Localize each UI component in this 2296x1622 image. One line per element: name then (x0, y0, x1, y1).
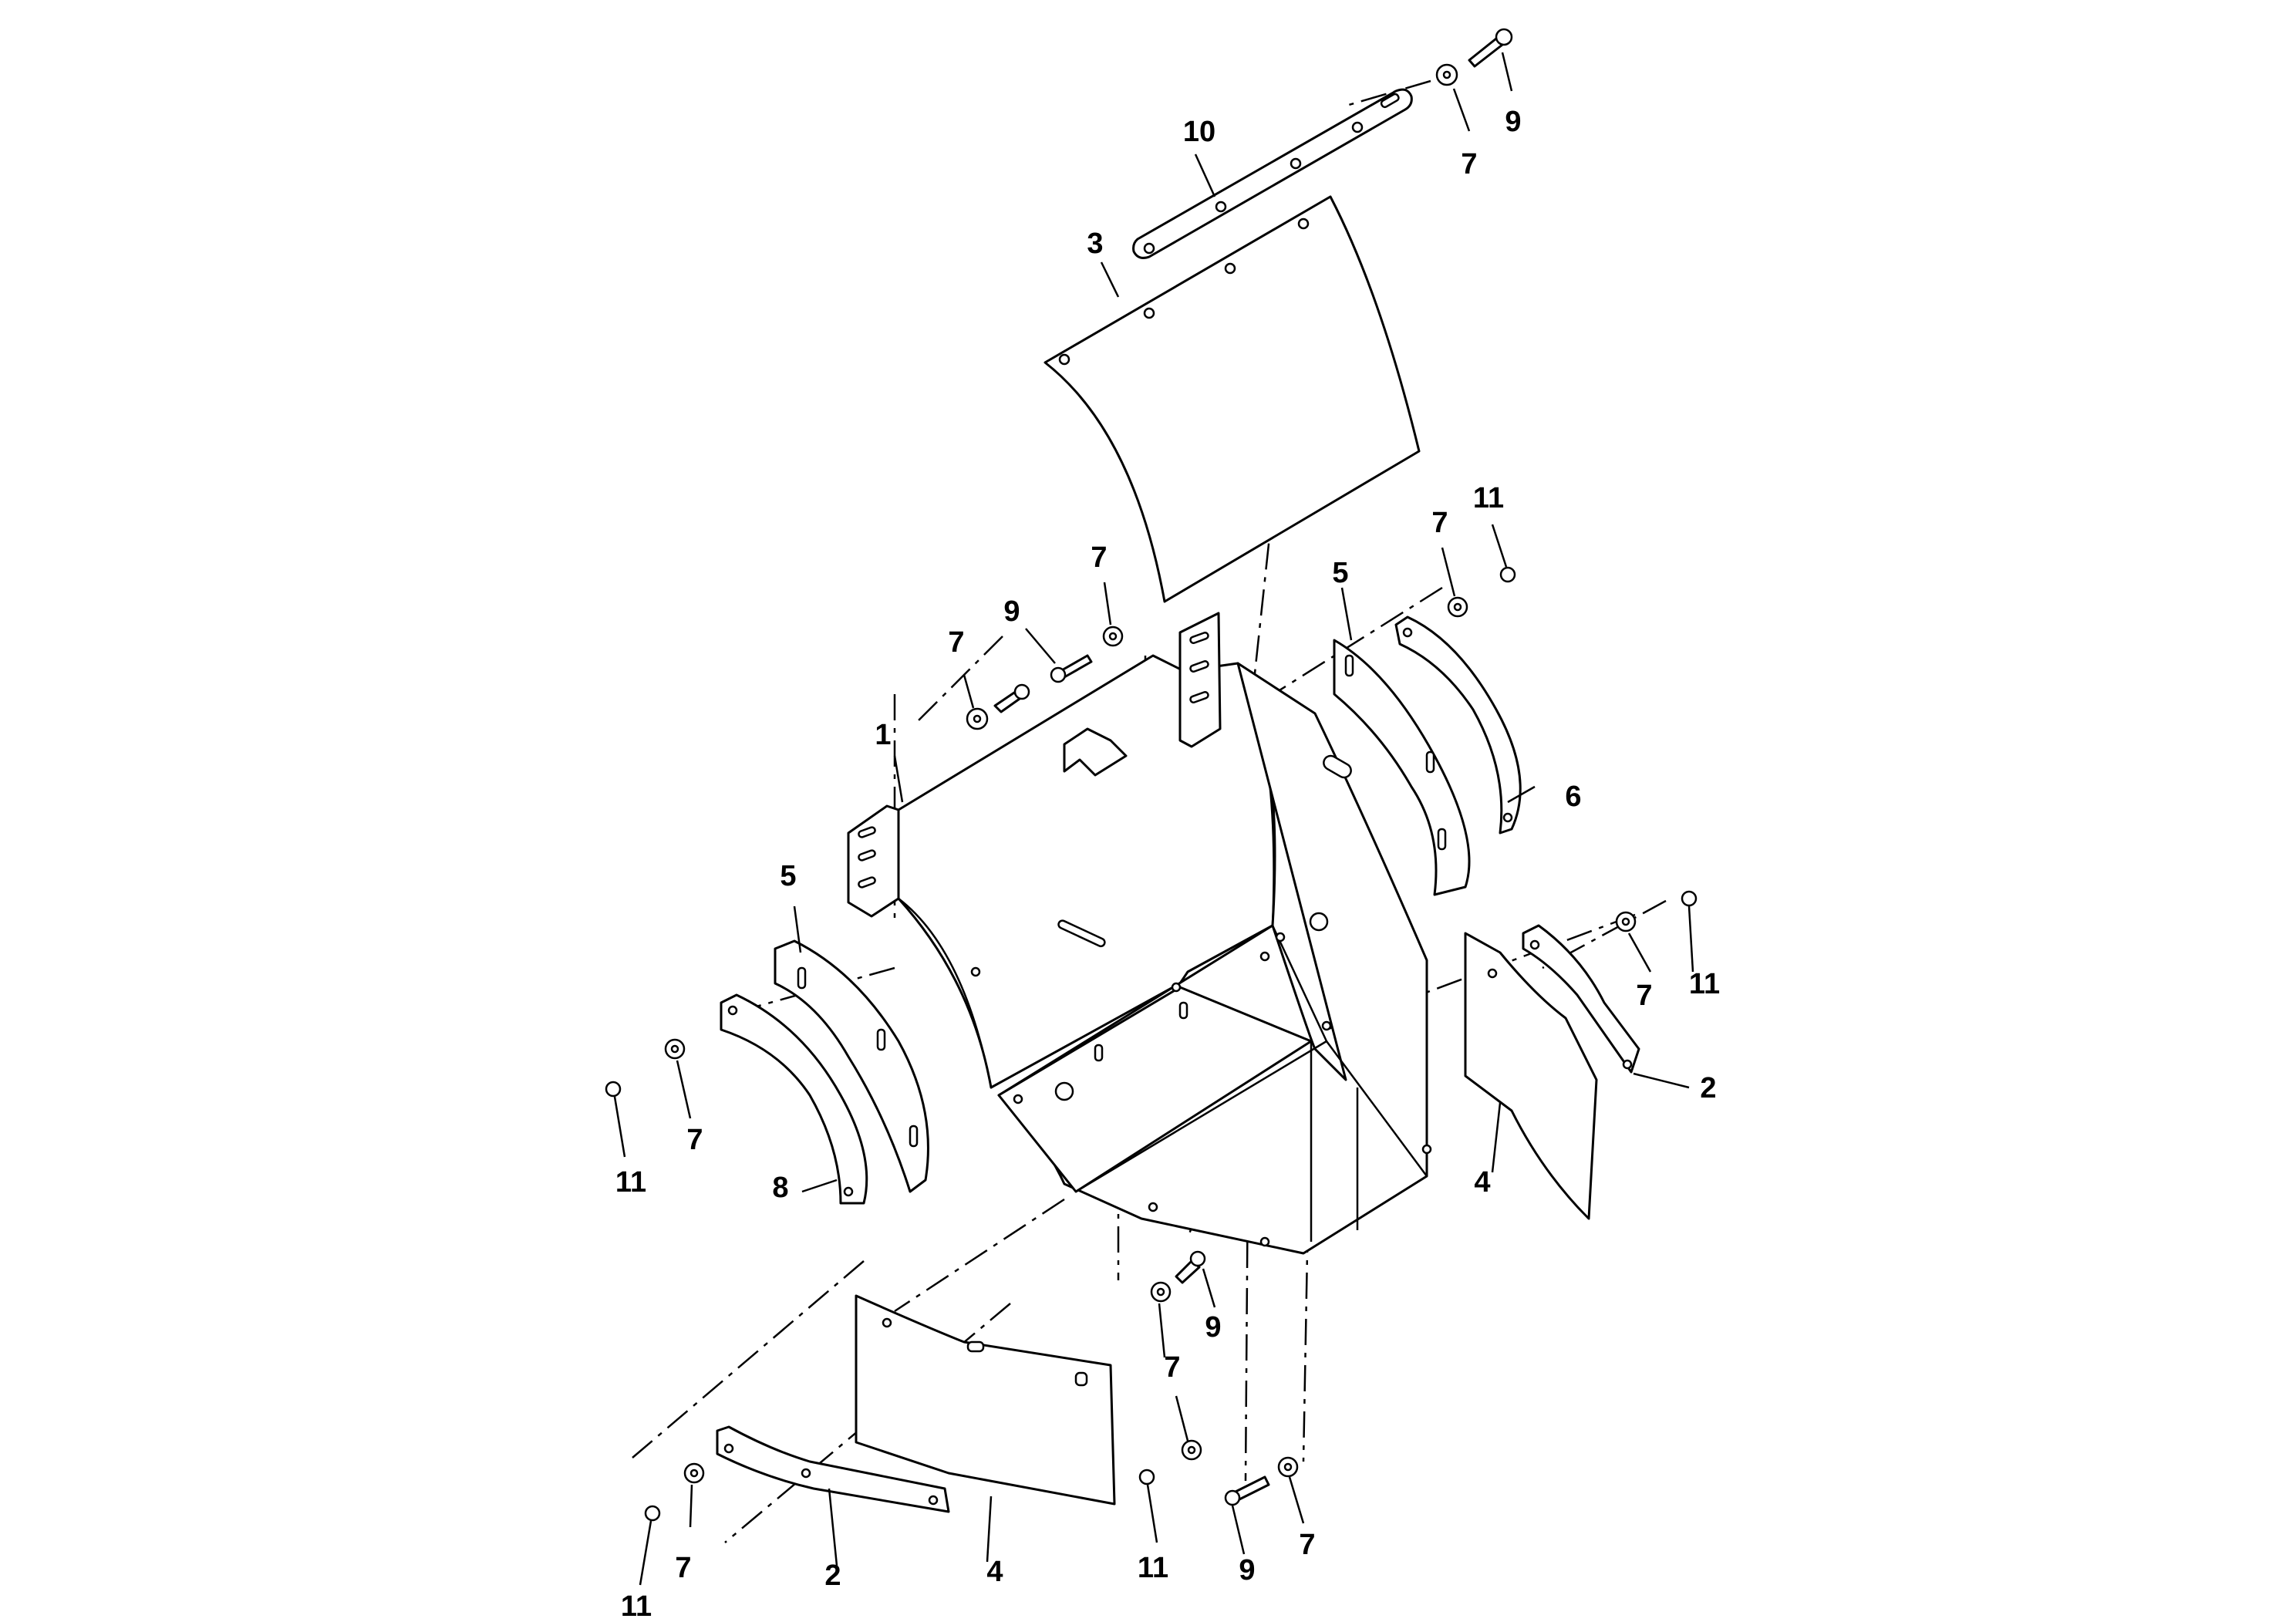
callout-2-bottom: 2 (824, 1560, 841, 1592)
callout-labels: 1 2 2 3 4 4 5 5 6 7 7 7 7 7 7 7 7 7 7 8 … (615, 106, 1720, 1622)
callout-7-top: 7 (1461, 148, 1477, 180)
callout-2-right: 2 (1700, 1072, 1716, 1104)
callout-9-c: 9 (1239, 1554, 1255, 1587)
callout-7-a: 7 (948, 626, 964, 659)
hardware (605, 28, 1698, 1522)
bottom-strap-part-2 (716, 1425, 950, 1513)
strap-part-10 (1132, 88, 1413, 259)
callout-11-d: 11 (1138, 1552, 1168, 1584)
callout-5-left: 5 (780, 860, 796, 892)
callout-11-a: 11 (1473, 482, 1504, 514)
callout-7-d: 7 (1636, 980, 1652, 1012)
right-flap-part-4 (1464, 932, 1598, 1220)
bottom-flap-part-4 (855, 1294, 1116, 1506)
callout-8: 8 (772, 1172, 788, 1204)
right-strap-part-2 (1522, 924, 1640, 1074)
callout-9-top: 9 (1505, 106, 1521, 138)
callout-11-e: 11 (621, 1590, 652, 1622)
callout-7-f: 7 (1164, 1351, 1180, 1384)
callout-7-c: 7 (1431, 507, 1448, 539)
callout-3: 3 (1087, 228, 1103, 260)
right-shield-part-5 (1333, 639, 1471, 896)
callout-leaders (613, 52, 1694, 1586)
callout-10: 10 (1183, 116, 1215, 148)
right-shield-part-6 (1394, 615, 1522, 835)
left-shield-part-5 (774, 939, 929, 1193)
callout-11-c: 11 (615, 1166, 646, 1199)
callout-9-a: 9 (1003, 595, 1020, 628)
callout-7-g: 7 (1299, 1529, 1315, 1561)
housing-part-1 (847, 612, 1432, 1255)
callout-7-e: 7 (686, 1124, 703, 1156)
callout-6: 6 (1565, 781, 1581, 813)
callout-4-bottom: 4 (986, 1556, 1003, 1588)
left-shield-part-8 (720, 993, 868, 1205)
callout-11-b: 11 (1689, 968, 1720, 1000)
callout-7-b: 7 (1091, 541, 1107, 574)
callout-7-h: 7 (675, 1552, 691, 1584)
callout-1: 1 (875, 719, 891, 751)
callout-4-right: 4 (1474, 1166, 1490, 1199)
top-flap-part-3 (1043, 195, 1421, 603)
callout-9-b: 9 (1205, 1311, 1221, 1344)
callout-5-right: 5 (1332, 557, 1348, 589)
